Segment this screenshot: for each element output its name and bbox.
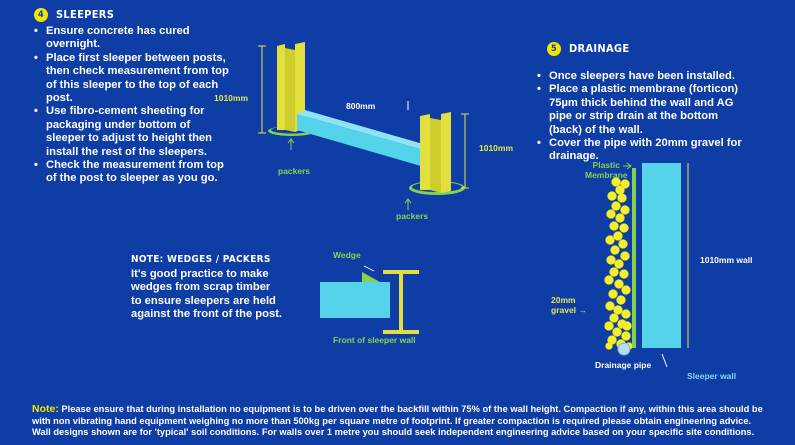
drainage-pipe-label: Drainage pipe: [595, 360, 652, 370]
note-label: Note:: [32, 403, 59, 415]
wedges-line: to ensure sleepers are held: [131, 294, 276, 307]
sleepers-step: Ensure concrete has cured overnight.: [34, 25, 229, 52]
right-height-label: 1010mm: [479, 143, 514, 153]
sleepers-heading: 4 SLEEPERS: [34, 8, 114, 22]
sleeper-wall-label: Sleeper wall: [687, 371, 737, 381]
plastic-membrane: [632, 168, 636, 348]
footer-line-1: Note: Please ensure that during installa…: [32, 403, 772, 416]
sleeper-block: [320, 282, 390, 318]
step-number-badge: 4: [34, 8, 48, 22]
wedge-diagram: [320, 265, 419, 334]
right-packers-label: packers: [396, 211, 429, 221]
sleepers-title: SLEEPERS: [56, 8, 115, 21]
gravel-label-line1: 20mm: [551, 295, 576, 305]
wedges-line: wedges from scrap timber: [131, 281, 271, 294]
membrane-label-line2: Membrane: [585, 170, 628, 180]
drainage-cross-section: [604, 162, 689, 368]
drainage-steps: Once sleepers have been installed. Place…: [537, 70, 747, 164]
gravel-label-line2: gravel: [551, 305, 577, 315]
wedges-line: against the front of the post.: [131, 308, 283, 321]
drainage-step: Once sleepers have been installed.: [537, 70, 747, 84]
footer-line-2: with non vibrating hand equipment weighi…: [32, 415, 752, 426]
membrane-label: Plastic Membrane: [585, 160, 628, 180]
membrane-label-line1: Plastic: [592, 160, 620, 170]
drainage-title: DRAINAGE: [569, 42, 630, 55]
sleeper-board: [297, 114, 445, 173]
gravel-fill: [604, 177, 633, 350]
wedge-shape: [362, 272, 380, 282]
right-post: [420, 114, 430, 190]
wedge-label: Wedge: [333, 250, 361, 260]
wedges-heading: NOTE: WEDGES / PACKERS: [131, 254, 271, 265]
sleepers-step: Check the measurement from top of the po…: [34, 159, 229, 186]
drainage-step: Cover the pipe with 20mm gravel for drai…: [537, 137, 747, 164]
sleepers-step: Place first sleeper between posts, then …: [34, 52, 229, 106]
drainage-step: Place a plastic membrane (forticon) 75µm…: [537, 83, 747, 137]
front-of-sleeper-label: Front of sleeper wall: [333, 335, 416, 345]
wedges-line: It's good practice to make: [131, 268, 269, 280]
step-number-badge: 5: [547, 42, 561, 56]
left-packers-label: packers: [278, 166, 311, 176]
left-post: [277, 44, 285, 130]
sleeper-wall: [642, 163, 681, 348]
footer-line-3: Wall designs shown are for 'typical' soi…: [32, 427, 755, 438]
drainage-heading: 5 DRAINAGE: [547, 42, 629, 56]
footer-text-1: Please ensure that during installation n…: [58, 404, 763, 414]
wedges-text: It's good practice to make wedges from s…: [131, 268, 311, 322]
sleepers-steps: Ensure concrete has cured overnight. Pla…: [34, 25, 229, 186]
sleeper-post-diagram: [258, 42, 469, 210]
wall-height-label: 1010mm wall: [700, 255, 753, 265]
sleepers-step: Use fibro-cement sheeting for packaging …: [34, 105, 229, 159]
left-height-label: 1010mm: [214, 93, 249, 103]
width-label: 800mm: [346, 101, 376, 111]
gravel-label: 20mm gravel →: [551, 295, 587, 315]
footer-note: Note: Please ensure that during installa…: [32, 403, 772, 439]
drainage-pipe-circle: [617, 342, 631, 356]
